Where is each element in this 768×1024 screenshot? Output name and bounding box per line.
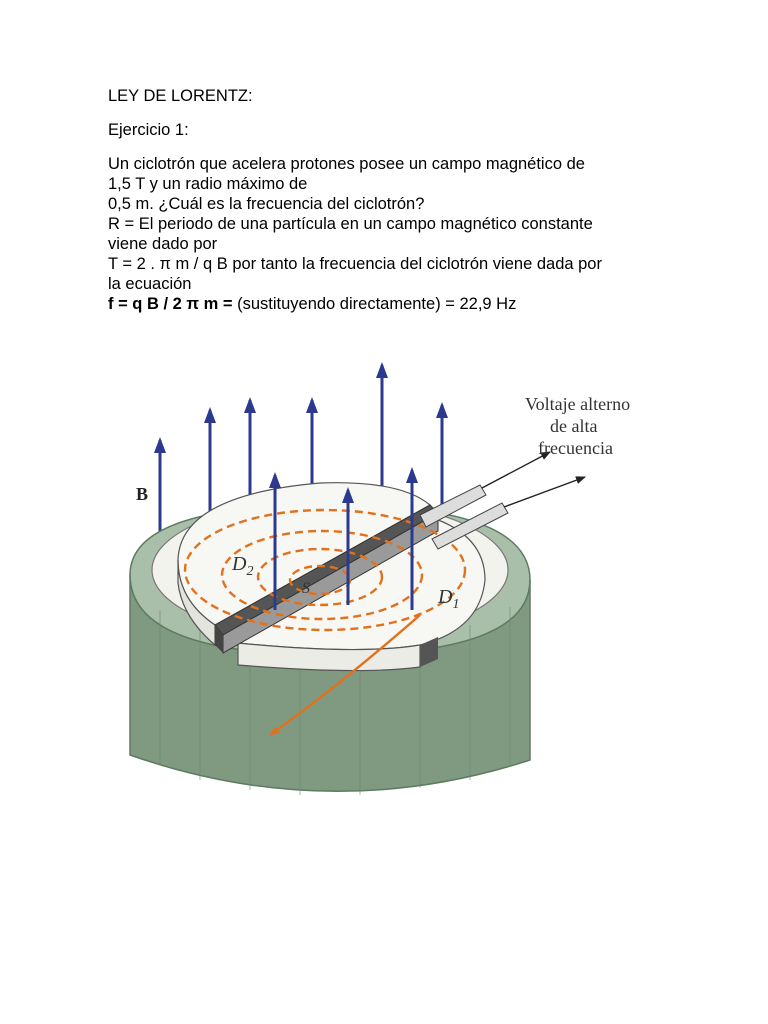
cyclotron-diagram: B D2 D1 S Voltaje alterno de alta frecue… [129, 362, 630, 795]
exercise-label: Ejercicio 1: [108, 121, 189, 139]
formula-bold: f = q B / 2 π m = [108, 295, 233, 313]
voltage-label-line2: de alta [550, 416, 597, 436]
answer-line-1: R = El periodo de una partícula en un ca… [108, 215, 593, 233]
document-text: LEY DE LORENTZ: Ejercicio 1: Un ciclotró… [108, 86, 668, 314]
field-label: B [136, 484, 148, 504]
source-label: S [302, 580, 310, 597]
dee-left-label: D2 [231, 553, 253, 579]
particle-orbit [183, 508, 467, 632]
formula-rest: (sustituyendo directamente) = 22,9 Hz [232, 295, 517, 313]
dees [177, 482, 486, 672]
voltage-connectors [419, 451, 586, 550]
field-arrows-front [269, 467, 418, 610]
answer-line-4: la ecuación [108, 275, 192, 293]
voltage-label-line3: frecuencia [538, 438, 613, 458]
problem-line-3: 0,5 m. ¿Cuál es la frecuencia del ciclot… [108, 195, 425, 213]
problem-line-1: Un ciclotrón que acelera protones posee … [108, 155, 585, 173]
answer-line-2: viene dado por [108, 235, 218, 253]
document-heading: LEY DE LORENTZ: [108, 87, 253, 105]
dee-right-label: D1 [437, 586, 459, 612]
answer-line-3: T = 2 . π m / q B por tanto la frecuenci… [108, 255, 602, 273]
voltage-label-line1: Voltaje alterno [525, 394, 630, 414]
problem-line-2: 1,5 T y un radio máximo de [108, 175, 308, 193]
formula-line: f = q B / 2 π m = (sustituyendo directam… [108, 294, 668, 314]
exit-beam [269, 614, 421, 736]
